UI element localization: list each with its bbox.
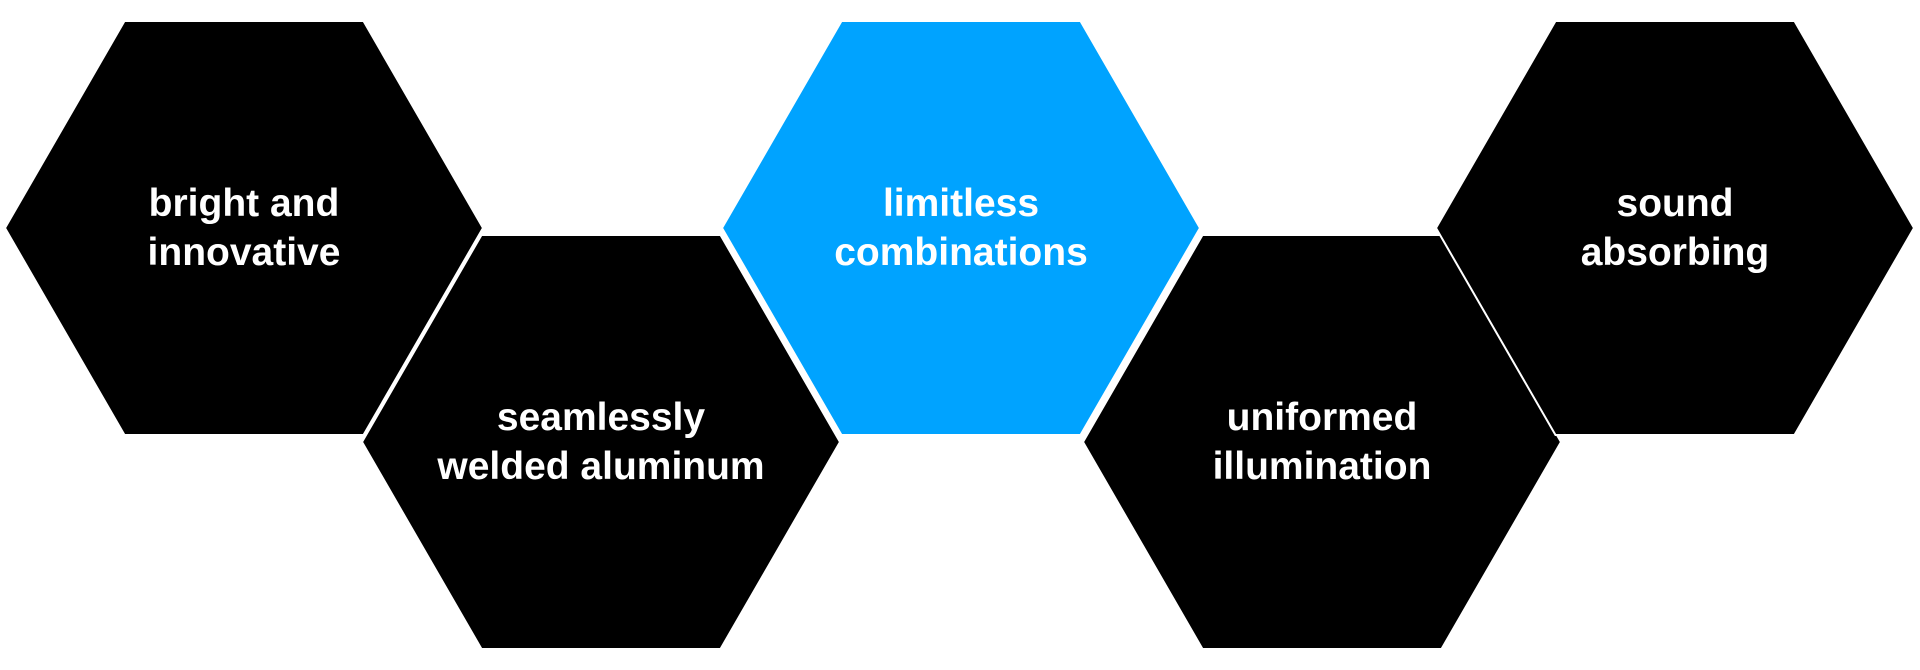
- hexagon-seamlessly-welded-aluminum: seamlessly welded aluminum: [360, 234, 842, 650]
- hexagon-shape: [360, 234, 842, 650]
- hexagon-label-line: limitless: [883, 182, 1039, 225]
- hexagon-uniformed-illumination: uniformed illumination: [1081, 234, 1563, 650]
- hexagon-label-line: illumination: [1213, 445, 1432, 488]
- hexagon-label-line: innovative: [148, 231, 341, 274]
- hexagon-sound-absorbing: sound absorbing: [1434, 20, 1916, 436]
- hexagon-shape: [3, 20, 485, 436]
- hexagon-label-line: combinations: [834, 231, 1088, 274]
- hexagon-bright-and-innovative: bright and innovative: [3, 20, 485, 436]
- hexagon-limitless-combinations: limitless combinations: [720, 20, 1202, 436]
- hexagon-shape: [720, 20, 1202, 436]
- hexagon-label-line: uniformed: [1227, 396, 1418, 439]
- hexagon-label-line: absorbing: [1581, 231, 1770, 274]
- hexagon-shape: [1081, 234, 1563, 650]
- hexagon-label-line: seamlessly: [497, 396, 705, 439]
- hexagon-shape: [1434, 20, 1916, 436]
- hexagon-label-line: welded aluminum: [436, 445, 764, 488]
- hexagon-label-line: sound: [1617, 182, 1734, 225]
- hexagon-label-line: bright and: [149, 182, 340, 225]
